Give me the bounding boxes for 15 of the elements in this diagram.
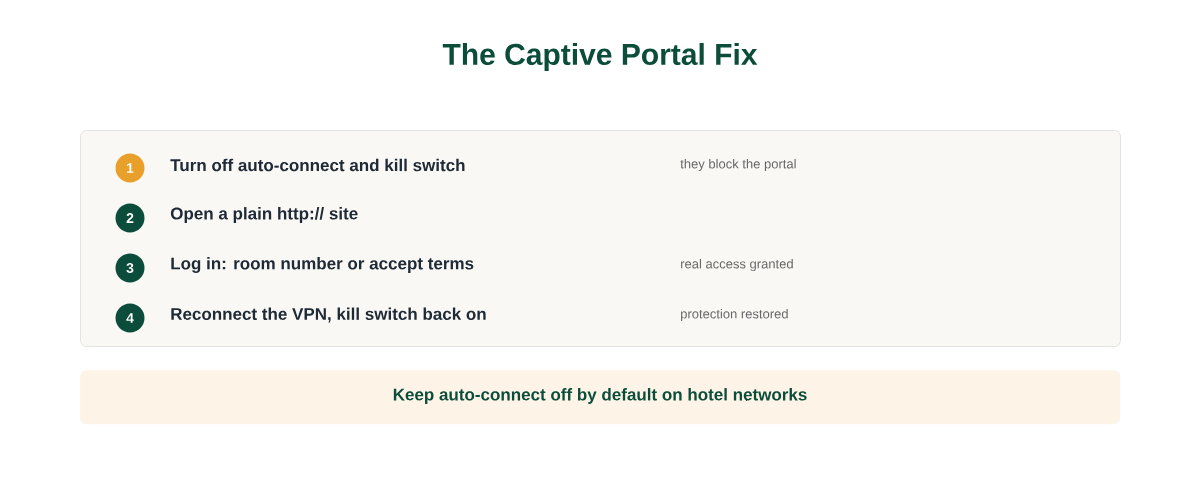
step-text: Turn off auto-connect and kill switch <box>170 158 465 172</box>
step-note: they block the portal <box>680 158 796 172</box>
tip-text: Keep auto-connect off by default on hotel networks <box>393 388 807 404</box>
step-text: Log in: room number or accept terms <box>171 257 474 273</box>
step-number: 4 <box>115 303 145 333</box>
step-number: 1 <box>115 153 145 183</box>
step-text: Open a plain http:// site <box>170 207 358 223</box>
step-text: Reconnect the VPN, kill switch back on <box>171 307 486 323</box>
steps-panel <box>80 130 1121 347</box>
step-number: 2 <box>115 203 145 233</box>
step-number: 3 <box>115 253 145 283</box>
tip-banner <box>80 370 1121 425</box>
title: The Captive Portal Fix <box>442 43 758 71</box>
step-note: real access granted <box>681 258 793 272</box>
step-note: protection restored <box>681 308 788 322</box>
